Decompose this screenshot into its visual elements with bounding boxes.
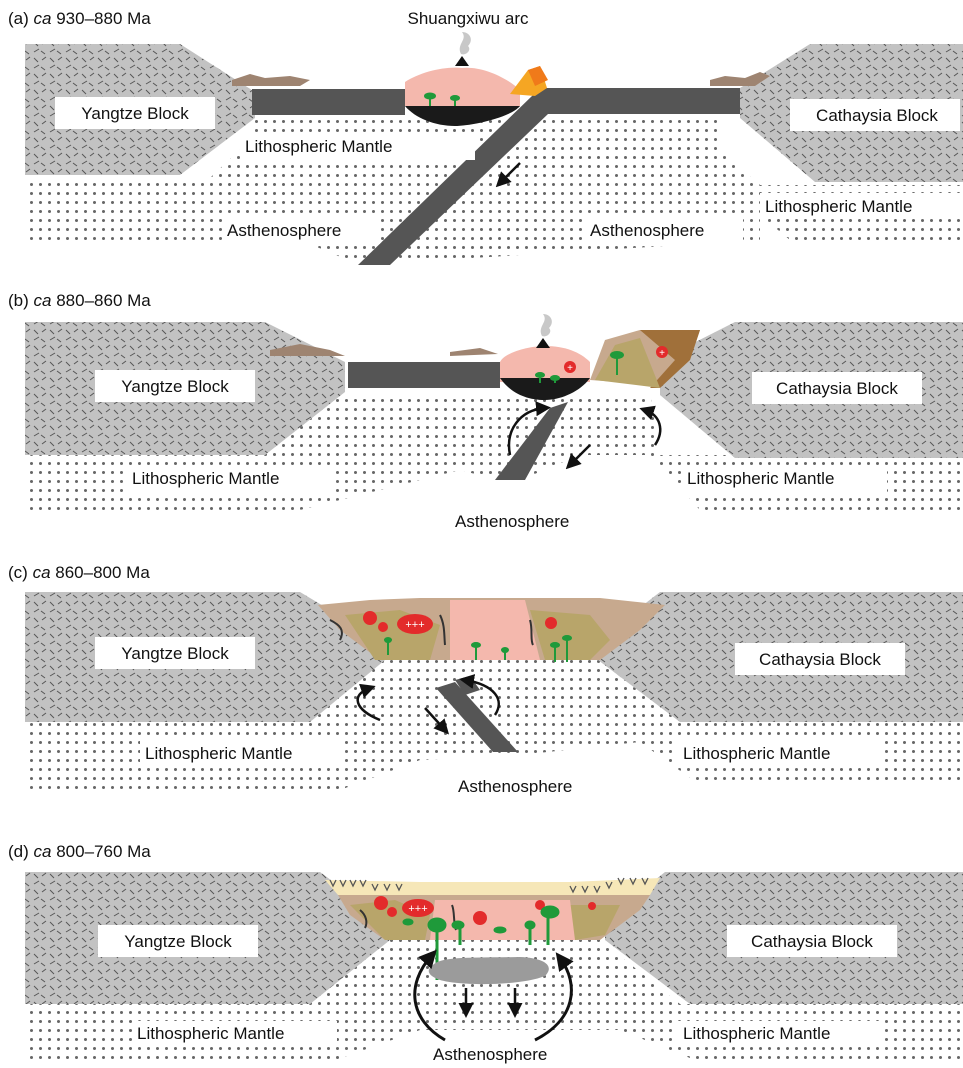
asthenosphere-label-b: Asthenosphere [455, 512, 569, 531]
asthenosphere-label-c: Asthenosphere [458, 777, 572, 796]
volcano-b [536, 338, 550, 348]
lithospheric-mantle-label-d2: Lithospheric Mantle [683, 1024, 830, 1043]
svg-text:+: + [567, 363, 573, 374]
volcanic-plume-b [541, 314, 552, 336]
central-crust-c [450, 600, 540, 660]
panel-a: (a) ca 930–880 Ma Yangtze Block Cath [8, 9, 963, 265]
panel-d-title: (d) ca 800–760 Ma [8, 842, 151, 861]
volcano-a [455, 56, 469, 66]
lithospheric-mantle-label-c1: Lithospheric Mantle [145, 744, 292, 763]
svg-text:+++: +++ [408, 903, 427, 915]
yangtze-block-label-c: Yangtze Block [121, 644, 229, 663]
oceanic-plate-a [252, 89, 405, 115]
lithospheric-mantle-label-d1: Lithospheric Mantle [137, 1024, 284, 1043]
yangtze-block-label-b: Yangtze Block [121, 377, 229, 396]
panel-b: (b) ca 880–860 Ma + + Yangtze Block Cath… [8, 291, 963, 531]
sediment-a-left [232, 74, 310, 86]
yangtze-block-label-d: Yangtze Block [124, 932, 232, 951]
panel-c: (c) ca 860–800 Ma +++ Yan [8, 563, 963, 796]
svg-text:+: + [659, 348, 665, 359]
asthenosphere-label-a2: Asthenosphere [590, 221, 704, 240]
lithospheric-mantle-label-a1: Lithospheric Mantle [245, 137, 392, 156]
cathaysia-block-label-c: Cathaysia Block [759, 650, 881, 669]
lithospheric-mantle-label-b1: Lithospheric Mantle [132, 469, 279, 488]
cathaysia-block-label-b: Cathaysia Block [776, 379, 898, 398]
arc-b [500, 346, 590, 382]
oceanic-plate-b [348, 362, 500, 388]
sediment-b-mid [450, 348, 498, 356]
lithospheric-mantle-label-b2: Lithospheric Mantle [687, 469, 834, 488]
lithospheric-mantle-label-a2: Lithospheric Mantle [765, 197, 912, 216]
shuangxiwu-arc-label: Shuangxiwu arc [408, 9, 529, 28]
shuangxiwu-arc-a [405, 68, 520, 106]
cathaysia-block-label-a: Cathaysia Block [816, 106, 938, 125]
panel-a-title: (a) ca 930–880 Ma [8, 9, 151, 28]
yangtze-block-label-a: Yangtze Block [81, 104, 189, 123]
panel-d: (d) ca 800–760 Ma +++ [8, 842, 963, 1064]
asthenosphere-label-d: Asthenosphere [433, 1045, 547, 1064]
panel-b-title: (b) ca 880–860 Ma [8, 291, 151, 310]
svg-text:+++: +++ [405, 619, 424, 631]
asthenosphere-label-a1: Asthenosphere [227, 221, 341, 240]
panel-c-title: (c) ca 860–800 Ma [8, 563, 150, 582]
cathaysia-block-label-d: Cathaysia Block [751, 932, 873, 951]
volcanic-plume-a [460, 32, 471, 54]
lithospheric-mantle-label-c2: Lithospheric Mantle [683, 744, 830, 763]
